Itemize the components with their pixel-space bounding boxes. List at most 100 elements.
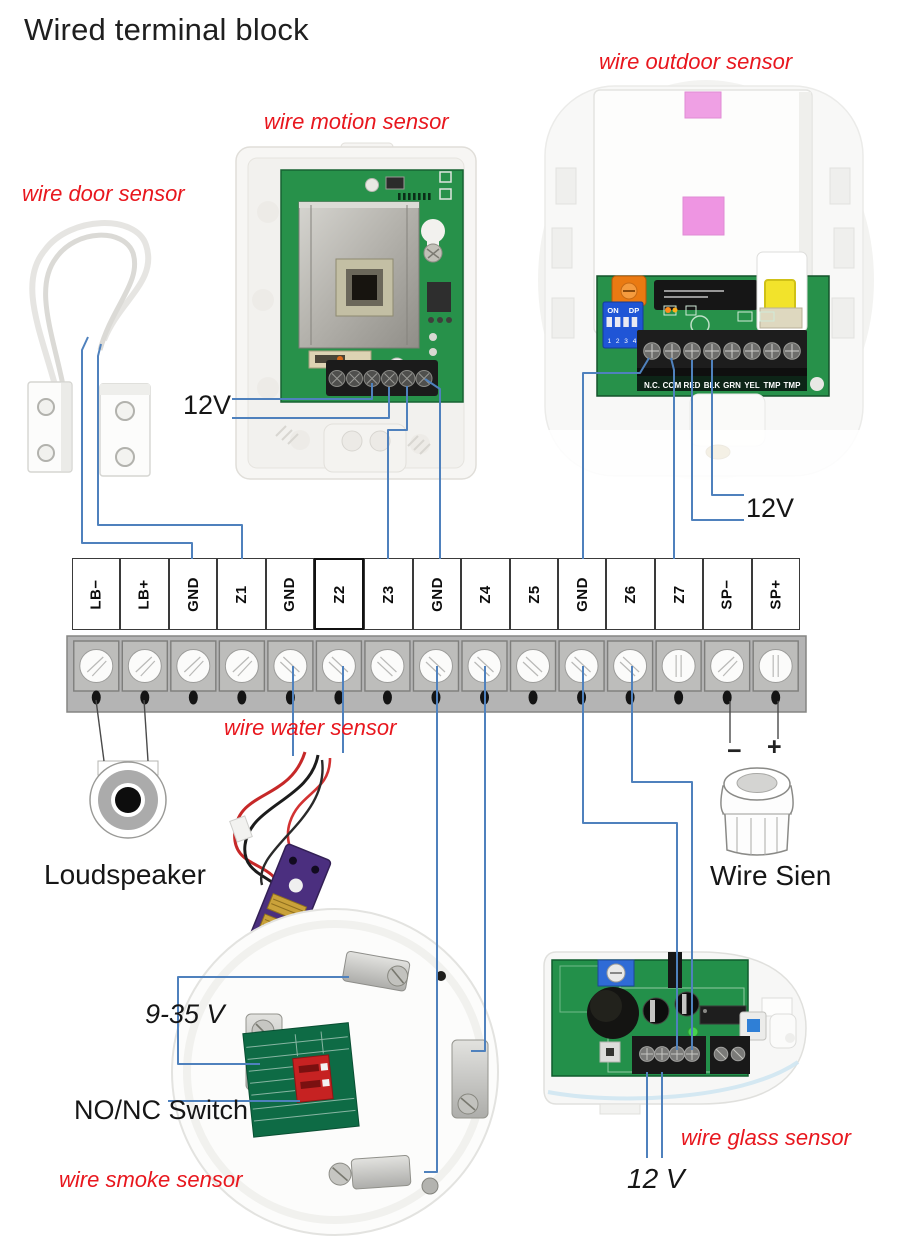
strip-cell <box>73 640 120 692</box>
wire-lb-plus-to-speaker <box>143 699 149 762</box>
terminal-label-text: SP− <box>718 578 736 610</box>
terminal-label-8: GND <box>412 558 462 630</box>
terminal-label-text: GND <box>184 576 202 612</box>
terminal-label-text: Z6 <box>622 584 640 604</box>
thin-lines <box>95 699 779 762</box>
wire-hole <box>382 690 392 705</box>
screw-terminal <box>79 649 114 683</box>
svg-text:4: 4 <box>633 338 637 345</box>
water-sensor-pcb <box>243 843 332 971</box>
screw-terminal <box>370 649 405 683</box>
strip-cell <box>558 640 605 692</box>
loudspeaker-label: Loudspeaker <box>44 859 206 890</box>
terminal-label-13: Z7 <box>654 558 704 630</box>
strip-cell <box>752 640 799 692</box>
svg-text:3: 3 <box>624 338 628 345</box>
terminal-label-9: Z4 <box>461 558 510 630</box>
wire-outdoor-com-to-z7 <box>670 357 675 559</box>
wire-lines <box>81 336 744 1173</box>
screw-terminal <box>273 649 308 683</box>
wire-hole <box>674 690 684 705</box>
screw-terminal <box>467 649 502 683</box>
strip-cell <box>267 640 314 692</box>
terminal-label-text: Z3 <box>380 584 398 604</box>
outdoor-terminal-label: BLK <box>704 381 721 390</box>
outdoor-terminal-label: COM <box>663 381 682 390</box>
strip-cell <box>509 640 557 692</box>
smoke-switch-label: NO/NC Switch <box>74 1095 249 1125</box>
glass-terminal-screws <box>639 1046 746 1062</box>
strip-cell <box>703 640 751 692</box>
page-title: Wired terminal block <box>24 12 309 47</box>
screw-terminal <box>710 649 745 683</box>
wire-hole <box>722 690 732 705</box>
outdoor-power-label: 12V <box>746 493 795 523</box>
strip-cell <box>170 640 217 692</box>
terminal-strip <box>66 635 807 713</box>
wire-hole <box>140 690 150 705</box>
wire-hole <box>431 690 441 705</box>
svg-text:1: 1 <box>607 338 611 345</box>
siren-minus-label: − <box>727 737 742 765</box>
smoke-power-label: 9-35 V <box>145 999 225 1029</box>
screw-terminal <box>758 649 793 683</box>
wire-lb-minus-to-speaker <box>95 699 105 762</box>
wire-motion-to-gnd <box>424 378 441 559</box>
motion-sensor-photo <box>235 142 477 480</box>
terminal-label-text: LB+ <box>136 578 154 610</box>
door-sensor-photo <box>27 220 152 477</box>
terminal-label-3: GND <box>168 558 218 630</box>
motion-sensor-label: wire motion sensor <box>264 109 449 134</box>
screw-terminal <box>127 649 162 683</box>
screw-terminal <box>321 649 356 683</box>
wire-hole <box>771 690 781 705</box>
terminal-label-text: Z2 <box>330 584 348 604</box>
terminal-label-text: Z7 <box>670 584 688 604</box>
door-sensor-label: wire door sensor <box>22 181 185 206</box>
wire-outdoor-nc-to-gnd <box>582 357 650 559</box>
motion-terminal-screws <box>328 370 433 387</box>
terminal-label-text: LB− <box>87 578 105 610</box>
screw-terminal <box>661 649 696 683</box>
wire-outdoor-blk-to-12v <box>711 360 744 496</box>
outdoor-terminal-label: TMP <box>764 381 782 390</box>
wire-hole <box>334 690 344 705</box>
terminal-label-10: Z5 <box>509 558 559 630</box>
strip-cell <box>315 640 363 692</box>
wire-hole <box>188 690 198 705</box>
terminal-label-text: Z5 <box>525 584 543 604</box>
wire-motion-to-z3 <box>387 386 408 559</box>
strip-cell <box>461 640 508 692</box>
screw-terminal <box>613 649 648 683</box>
terminal-label-6: Z2 <box>314 558 365 630</box>
wire-hole <box>577 690 587 705</box>
screw-terminal <box>418 649 453 683</box>
siren-label: Wire Sien <box>710 860 832 891</box>
siren-plus-label: + <box>767 733 782 761</box>
outdoor-terminal-label: GRN <box>723 381 741 390</box>
strip-cell <box>412 640 460 692</box>
glass-sensor-label: wire glass sensor <box>681 1125 851 1150</box>
wire-outdoor-red-to-12v <box>691 360 744 521</box>
wire-hole <box>528 690 538 705</box>
terminal-label-text: GND <box>573 576 591 612</box>
wire-gnd-to-smoke <box>424 666 438 1173</box>
strip-cell <box>218 640 266 692</box>
water-sensor-photo <box>229 751 332 971</box>
terminal-label-4: Z1 <box>217 558 266 630</box>
screw-terminal <box>516 649 551 683</box>
outdoor-terminal-screws <box>643 342 801 360</box>
terminal-label-14: SP− <box>703 558 752 630</box>
terminal-label-2: LB+ <box>120 558 169 630</box>
smoke-sensor-label-sticker <box>242 1022 360 1138</box>
strip-cell <box>364 640 411 692</box>
terminal-label-text: Z4 <box>476 584 494 604</box>
terminal-label-5: GND <box>265 558 315 630</box>
wire-hole <box>237 690 247 705</box>
smoke-sensor-label: wire smoke sensor <box>59 1167 243 1192</box>
wire-door-to-gnd <box>81 336 193 559</box>
wire-door-to-z1 <box>97 343 243 559</box>
